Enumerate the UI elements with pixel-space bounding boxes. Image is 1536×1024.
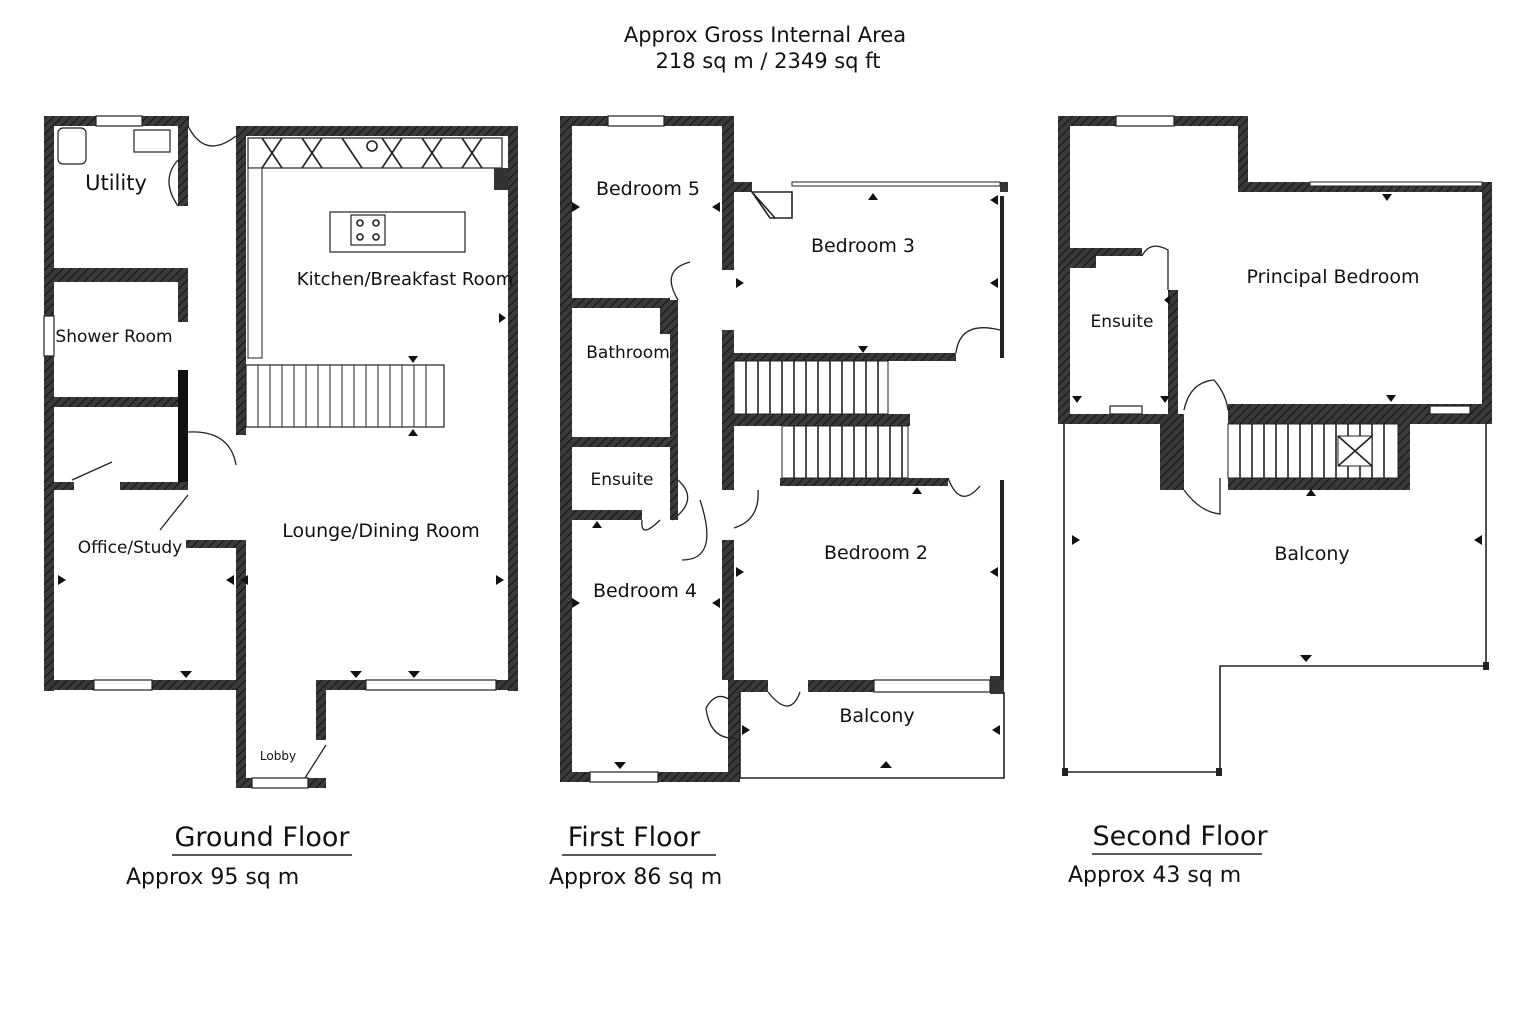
room-label-bedroom4: Bedroom 4 <box>593 580 697 602</box>
header-title: Approx Gross Internal Area <box>624 23 906 47</box>
room-label-shower-room: Shower Room <box>55 327 172 347</box>
header-area: 218 sq m / 2349 sq ft <box>656 49 881 73</box>
room-label-balcony-second: Balcony <box>1274 543 1349 565</box>
floor-title-first: First Floor <box>568 822 701 853</box>
room-label-balcony-first: Balcony <box>839 705 914 727</box>
room-label-kitchen: Kitchen/Breakfast Room <box>297 269 513 290</box>
floor-title-ground: Ground Floor <box>174 822 350 853</box>
room-label-bathroom: Bathroom <box>586 343 670 363</box>
room-label-lobby: Lobby <box>260 749 296 763</box>
floor-area-ground: Approx 95 sq m <box>126 865 299 890</box>
room-label-bedroom3: Bedroom 3 <box>811 235 915 257</box>
floor-title-second: Second Floor <box>1092 821 1268 852</box>
room-label-ensuite-first: Ensuite <box>591 470 654 490</box>
room-label-ensuite-second: Ensuite <box>1091 312 1154 332</box>
room-label-office: Office/Study <box>78 538 182 558</box>
first-floor-plan <box>560 115 1008 783</box>
ground-floor-plan <box>43 115 518 789</box>
room-label-lounge: Lounge/Dining Room <box>282 520 480 542</box>
room-label-principal-bedroom: Principal Bedroom <box>1247 266 1420 288</box>
floor-area-first: Approx 86 sq m <box>549 865 722 890</box>
floor-area-second: Approx 43 sq m <box>1068 863 1241 888</box>
room-label-bedroom2: Bedroom 2 <box>824 542 928 564</box>
room-label-utility: Utility <box>85 171 147 195</box>
room-label-bedroom5: Bedroom 5 <box>596 178 700 200</box>
second-floor-plan <box>1058 115 1492 776</box>
